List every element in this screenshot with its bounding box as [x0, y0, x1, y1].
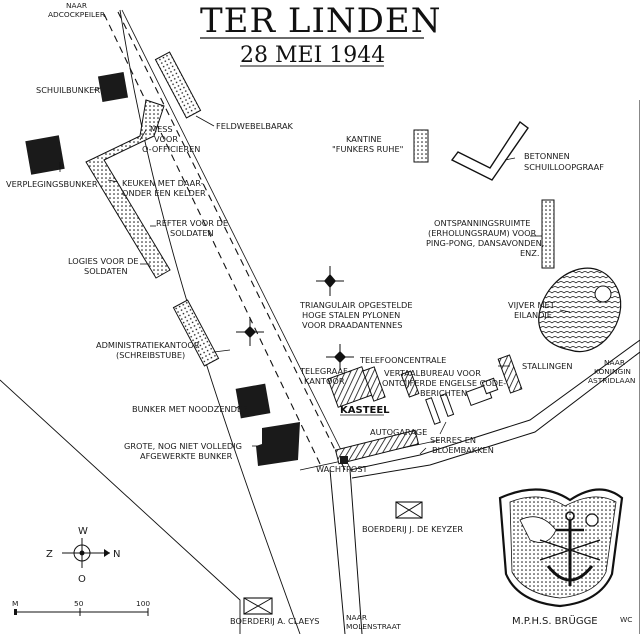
feldwebelbarak [154, 51, 202, 119]
label-kantine-2: "FUNKERS RUHE" [332, 144, 403, 154]
label-initials: WC [620, 615, 632, 624]
label-logies-2: SOLDATEN [84, 266, 128, 276]
label-refter-1: REFTER VOOR DE [156, 218, 228, 228]
pylon-icon [236, 318, 264, 346]
label-kasteel: KASTEEL [340, 405, 390, 416]
label-triangulair-1: TRIANGULAIR OPGESTELDE [299, 300, 413, 310]
label-ontspanning-2: (ERHOLUNGSRAUM) VOOR [428, 228, 537, 238]
eilandje [594, 285, 612, 303]
roads [0, 9, 640, 634]
pylons [236, 266, 354, 370]
label-naar-molenstraat-1: NAAR [346, 613, 367, 622]
label-administratie-2: (SCHREIBSTUBE) [116, 350, 185, 360]
buildings [25, 51, 622, 466]
scale-tick-50: 50 [74, 599, 84, 608]
crest-anchor-icon [498, 488, 624, 608]
map-date: 28 MEI 1944 [240, 43, 385, 68]
wachtpost [340, 456, 348, 464]
pylon-icon [326, 344, 354, 370]
administratiekantoor [172, 299, 220, 367]
compass-north: N [113, 549, 120, 560]
label-feldwebelbarak: FELDWEBELBARAK [216, 121, 294, 131]
label-serres-1: SERRES EN [430, 435, 476, 445]
bunker-noodzender [235, 383, 271, 419]
compass-east: O [78, 574, 86, 585]
betonnen-schuilloopgraaf [450, 120, 529, 181]
mess-keuken-logies-block [85, 99, 171, 279]
label-mess-3: O-OFFICIEREN [142, 144, 200, 154]
label-keuken-1: KEUKEN MET DAAR- [122, 178, 204, 188]
label-vertaalbureau-1: VERTAALBUREAU VOOR [384, 368, 481, 378]
label-naar-adcockpeiler-2: ADCOCKPEILER [48, 10, 105, 19]
label-naar-koningin-1: NAAR [604, 358, 625, 367]
label-grote-bunker-2: AFGEWERKTE BUNKER [140, 451, 233, 461]
label-bunker-noodzender: BUNKER MET NOODZENDER [132, 404, 248, 414]
serre-2 [439, 392, 455, 418]
serre-4 [481, 377, 499, 395]
label-wachtpost: WACHTPOST [316, 464, 369, 474]
title-block: TER LINDEN 28 MEI 1944 [200, 1, 442, 68]
farm-cross-icon [243, 597, 273, 615]
label-keuken-2: ONDER EEN KELDER [122, 188, 206, 198]
label-ontspanning-3: PING-PONG, DANSAVONDEN, [426, 238, 544, 248]
label-ontspanning-1: ONTSPANNINGSRUIMTE [434, 218, 530, 228]
scale-tick-100: 100 [136, 599, 150, 608]
kantine [413, 129, 429, 163]
label-administratie-1: ADMINISTRATIEKANTOOR [96, 340, 200, 350]
label-verplegingsbunker: VERPLEGINGSBUNKER [6, 179, 98, 189]
farm-cross-icon [395, 501, 423, 519]
label-telefooncentrale: TELEFOONCENTRALE [359, 355, 446, 365]
label-grote-bunker-1: GROTE, NOG NIET VOLLEDIG [124, 441, 242, 451]
label-naar-koningin-3: ASTRIDLAAN [588, 376, 635, 385]
label-betonnen-2: SCHUILLOOPGRAAF [524, 162, 604, 172]
schuilbunker [97, 71, 129, 103]
grote-bunker [256, 422, 300, 466]
label-triangulair-3: VOOR DRAADANTENNES [302, 320, 402, 330]
label-refter-2: SOLDATEN [170, 228, 214, 238]
label-autogarage: AUTOGARAGE [370, 427, 427, 437]
label-stallingen: STALLINGEN [522, 361, 572, 371]
label-mphs: M.P.H.S. BRÜGGE [512, 614, 598, 627]
label-mess-2: VOOR [154, 134, 178, 144]
compass-west: W [78, 526, 88, 537]
serre-1 [425, 397, 441, 425]
ontspanningsruimte [541, 199, 555, 269]
label-vijver-2: EILANDJE [514, 310, 552, 320]
label-kantine-1: KANTINE [346, 134, 382, 144]
pylon-icon [316, 266, 344, 296]
labels: NAAR ADCOCKPEILER SCHUILBUNKER VERPLEGIN… [6, 1, 635, 631]
label-mess-1: MESS [150, 124, 173, 134]
compass-south: Z [46, 549, 53, 560]
label-serres-2: BLOEMBAKKEN [432, 445, 494, 455]
label-naar-koningin-2: KONINGIN [594, 367, 631, 376]
label-betonnen-1: BETONNEN [524, 151, 570, 161]
verplegingsbunker [25, 135, 65, 175]
label-vertaalbureau-3: BERICHTEN [420, 388, 467, 398]
label-telegraaf-2: KANTOOR [304, 376, 345, 386]
map-title: TER LINDEN [200, 1, 442, 41]
label-vijver-1: VIJVER MET [508, 300, 556, 310]
compass-rose-icon: W N Z O [46, 526, 120, 585]
label-boerderij-claeys: BOERDERIJ A. CLAEYS [230, 616, 319, 626]
label-ontspanning-4: ENZ. [520, 248, 540, 258]
telefooncentrale [362, 366, 386, 402]
label-telegraaf-1: TELEGRAAF- [299, 366, 351, 376]
scale-bar: M 50 100 [12, 599, 150, 616]
stallingen [497, 354, 523, 394]
label-triangulair-2: HOGE STALEN PYLONEN [302, 310, 400, 320]
scale-unit: M [12, 599, 18, 608]
label-vertaalbureau-2: ONTCIJFERDE ENGELSE CODE- [382, 378, 506, 388]
label-boerderij-keyzer: BOERDERIJ J. DE KEYZER [362, 524, 463, 534]
label-logies-1: LOGIES VOOR DE [68, 256, 139, 266]
farms [243, 501, 423, 615]
leader-lines [59, 87, 571, 455]
vertaalbureau [400, 370, 420, 398]
label-naar-adcockpeiler-1: NAAR [66, 1, 87, 10]
label-naar-molenstraat-2: MOLENSTRAAT [346, 622, 401, 631]
label-schuilbunker: SCHUILBUNKER [36, 85, 100, 95]
autogarage [334, 429, 420, 465]
